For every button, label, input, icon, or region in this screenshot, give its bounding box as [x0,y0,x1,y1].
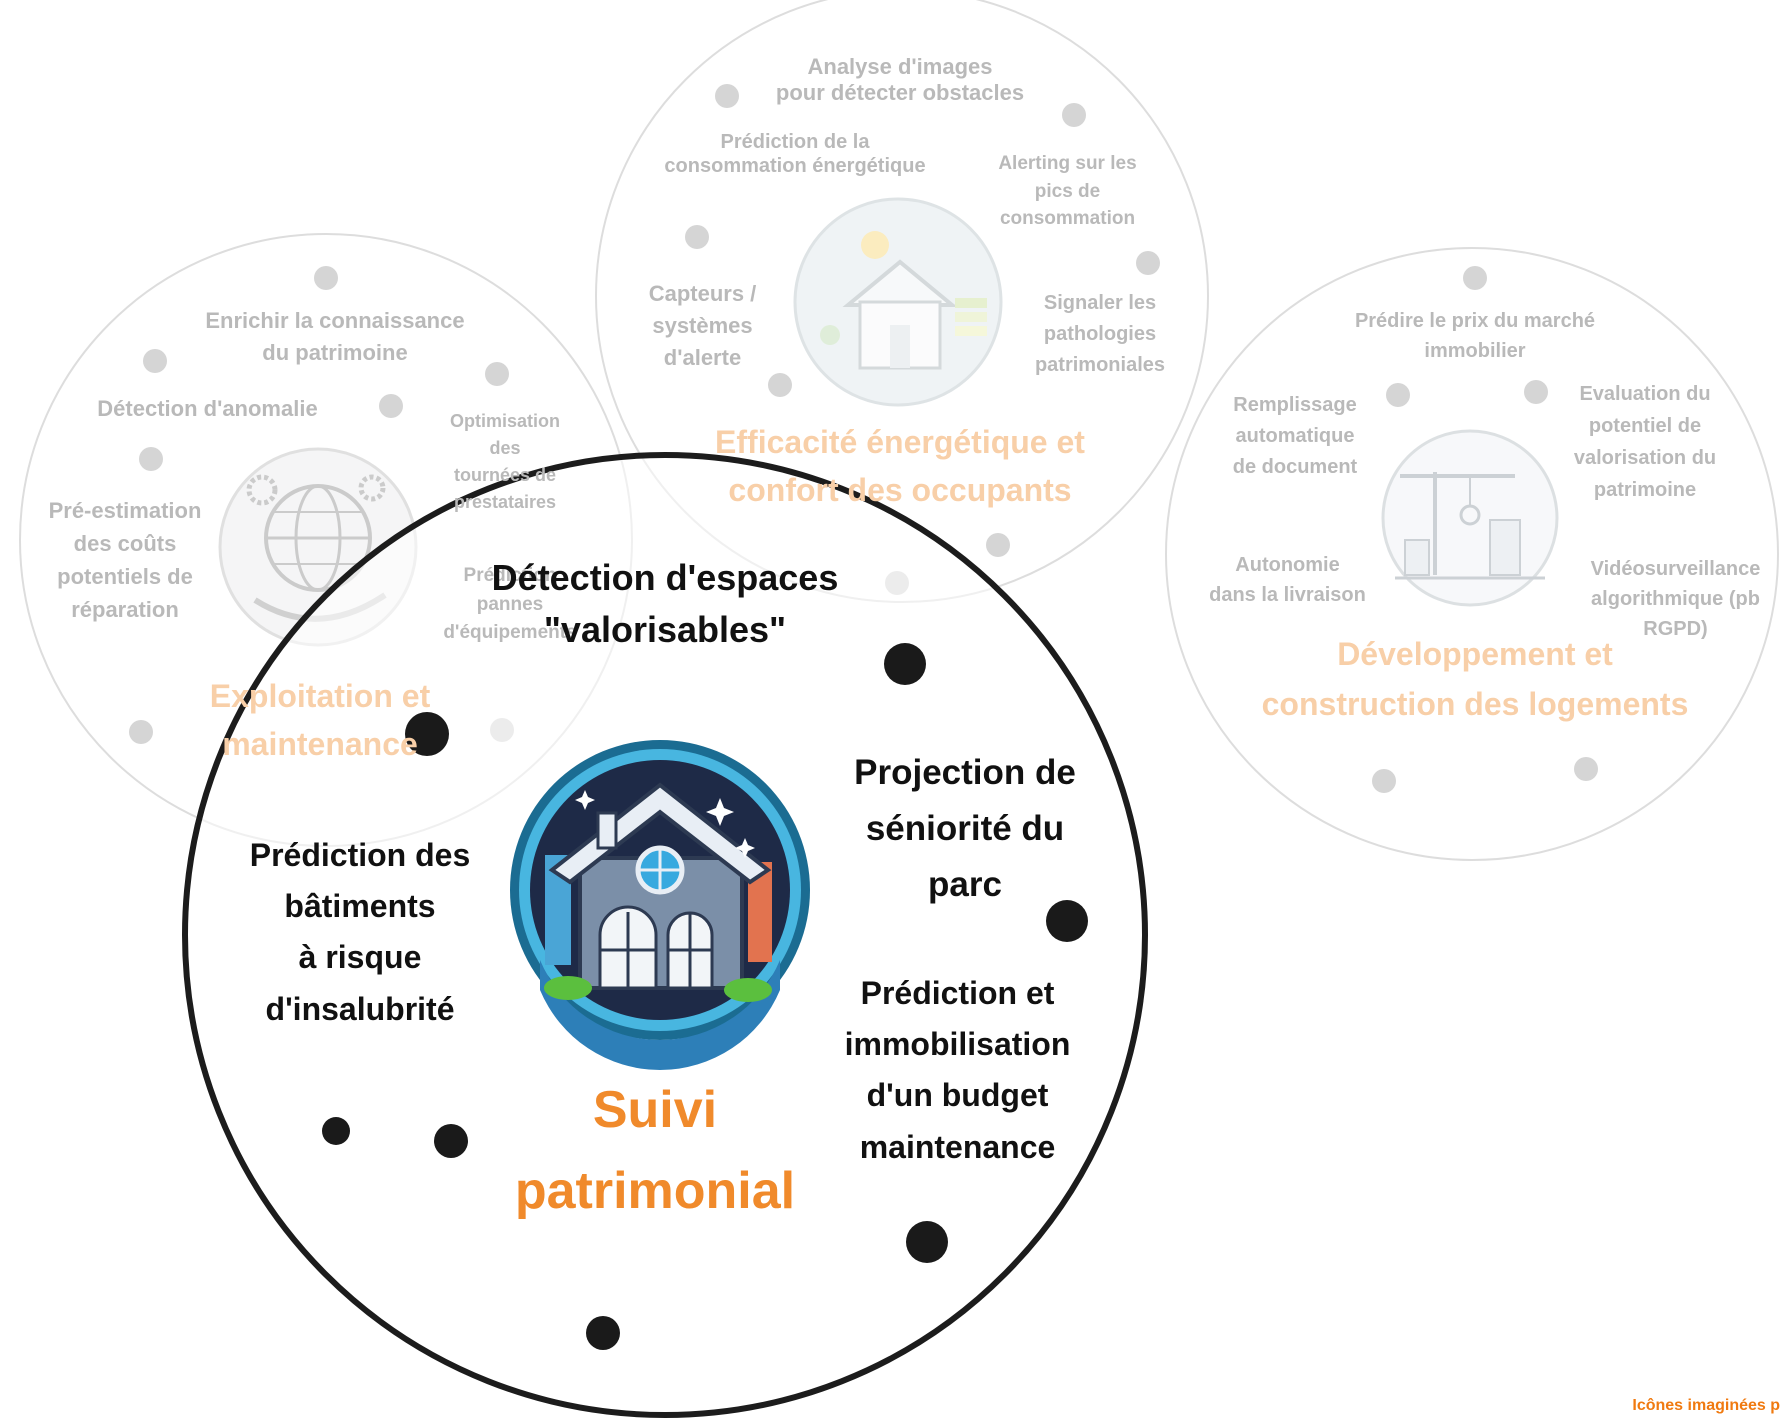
text-line: Détection d'anomalie [97,396,318,421]
text-line: patrimonial [514,1161,796,1220]
text-line: Remplissage [1233,394,1357,416]
text-line: Evaluation du [1579,383,1711,405]
text-line: immobilier [1424,340,1526,362]
text-line: automatique [1235,425,1355,447]
text-line: à risque [298,939,422,976]
text-line: Prédiction des [249,837,471,873]
text-line: Optimisation [449,411,560,431]
energy-item-conso: Prédiction de la consommation énergétiqu… [645,130,945,178]
text-line: Enrichir la connaissance [205,308,465,333]
text-line: des coûts [73,531,177,556]
exploitation-item-pre: Pré-estimation des coûts potentiels de r… [35,494,215,626]
dev-item-rempl: Remplissage automatique de document [1215,390,1375,483]
exploitation-item-enrich: Enrichir la connaissance du patrimoine [170,305,500,369]
text-line: maintenance [222,726,418,762]
text-line: valorisation du [1573,447,1717,469]
text-line: patrimoniales [1034,354,1166,376]
dev-item-video: Vidéosurveillance algorithmique (pb RGPD… [1578,554,1773,644]
text-line: consommation [999,208,1136,230]
text-line: séniorité du [865,809,1065,848]
text-line: immobilisation [844,1026,1071,1063]
text-line: pannes [476,593,544,615]
text-line: Prédire le prix du marché [1354,310,1596,332]
text-line: confort des occupants [728,472,1072,508]
text-line: dans la livraison [1209,584,1366,606]
text-line: Signaler les [1043,292,1157,314]
dev-item-eval: Evaluation du potentiel de valorisation … [1560,378,1730,506]
text-line: systèmes [652,312,753,338]
text-line: des [489,438,521,458]
text-line: Exploitation et [209,678,431,714]
text-line: "valorisables" [543,609,787,651]
suivi-item-budget: Prédiction et immobilisation d'un budget… [825,968,1090,1173]
text-line: pics de [1034,180,1101,202]
text-line: Autonomie [1235,554,1340,576]
energy-item-capteurs: Capteurs / systèmes d'alerte [630,278,775,374]
text-line: Vidéosurveillance [1590,558,1761,580]
text-line: du patrimoine [262,339,408,365]
icon-credit: Icônes imaginées p [1632,1397,1780,1414]
text-line: réparation [71,597,179,622]
main-dots [322,643,1088,1350]
smart-home-energy-icon [793,197,1003,407]
exploitation-item-pannes: Prédiction pannes d'équipements [430,562,590,648]
dev-item-auto: Autonomie dans la livraison [1190,550,1385,610]
text-line: RGPD) [1643,618,1708,640]
exploitation-item-optim: Optimisation des tournées de prestataire… [430,408,580,516]
text-line: pour détecter obstacles [775,80,1025,106]
energy-item-alert: Alerting sur les pics de consommation [980,150,1155,233]
exploitation-title: Exploitation et maintenance [170,672,470,768]
text-line: Prédiction [463,565,557,586]
text-line: patrimoine [1593,479,1697,501]
suivi-item-risque: Prédiction des bâtiments à risque d'insa… [225,830,495,1035]
house-icon [510,740,810,1070]
energy-title: Efficacité énergétique et confort des oc… [680,418,1120,514]
text-line: tournées de [453,465,557,485]
text-line: Projection de [854,753,1076,792]
text-line: d'alerte [663,344,742,370]
exploitation-item-anomalie: Détection d'anomalie [75,396,340,422]
text-line: potentiel de [1588,415,1702,437]
text-line: algorithmique (pb [1591,588,1760,610]
text-line: Prédiction de la [720,131,870,153]
text-line: Pré-estimation [48,498,202,523]
suivi-item-espaces: Détection d'espaces "valorisables" [455,552,875,656]
text-line: Développement et [1337,636,1613,672]
energy-item-patho: Signaler les pathologies patrimoniales [1020,288,1180,381]
text-line: potentiels de [57,564,193,589]
suivi-title: Suivi patrimonial [480,1070,830,1231]
suivi-item-projection: Projection de séniorité du parc [825,745,1105,913]
text-line: Détection d'espaces [491,557,839,598]
text-line: Analyse d'images [807,54,993,79]
text-line: Suivi [592,1081,718,1139]
text-line: consommation énergétique [664,155,926,177]
text-line: d'un budget [866,1077,1049,1114]
text-line: Alerting sur les [998,153,1137,174]
construction-crane-icon [1381,429,1559,607]
text-line: construction des logements [1261,685,1689,722]
dev-item-prix: Prédire le prix du marché immobilier [1320,306,1630,366]
text-line: Capteurs / [648,281,757,306]
dev-title: Développement et construction des logeme… [1230,630,1720,729]
text-line: d'insalubrité [265,990,455,1027]
text-line: d'équipements [443,622,577,643]
text-line: parc [928,865,1002,904]
dev-circle [1165,247,1779,861]
text-line: bâtiments [284,888,436,925]
text-line: Prédiction et [860,975,1055,1011]
text-line: prestataires [453,492,557,512]
text-line: de document [1232,456,1358,478]
text-line: pathologies [1043,323,1157,345]
text-line: maintenance [859,1128,1056,1165]
text-line: Efficacité énergétique et [715,424,1085,460]
energy-item-images: Analyse d'images pour détecter obstacles [730,54,1070,107]
